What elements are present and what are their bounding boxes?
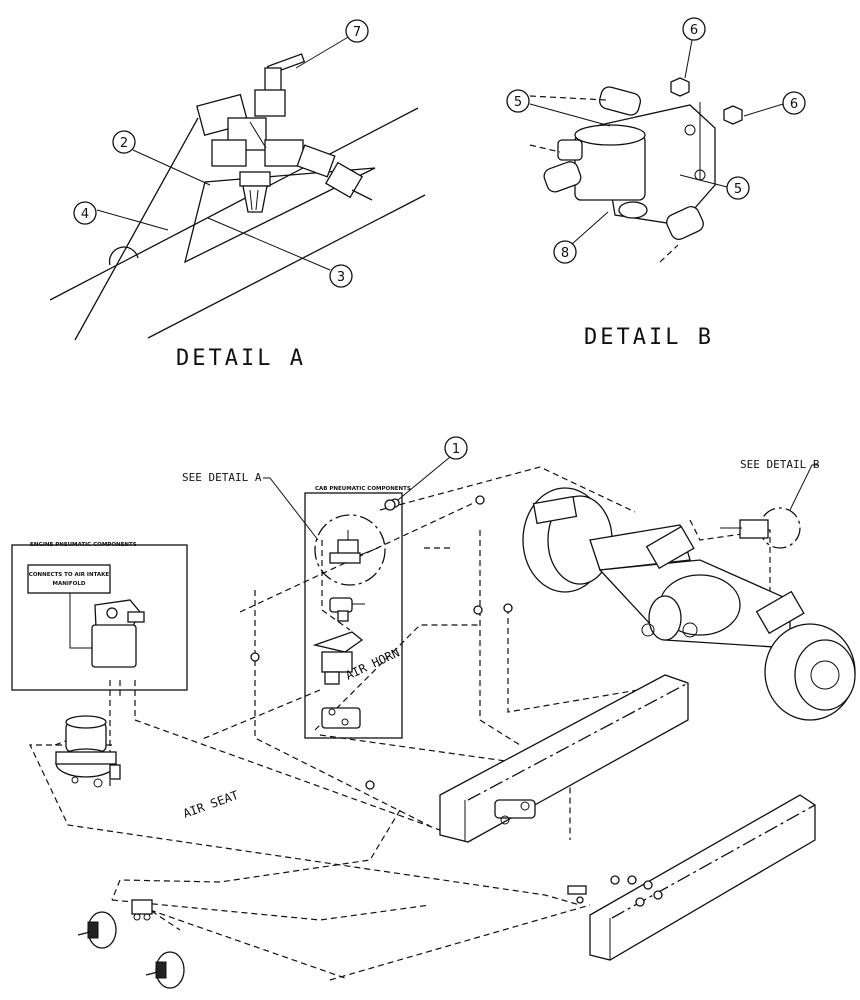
- pressure-switches: [77, 899, 185, 989]
- svg-text:5: 5: [734, 182, 742, 197]
- svg-text:3: 3: [337, 270, 345, 285]
- balloon-2: 2: [112, 130, 136, 154]
- svg-text:4: 4: [81, 207, 89, 222]
- cab-box-title: CAB PNEUMATIC COMPONENTS: [315, 486, 411, 492]
- balloon-5-left: 5: [506, 89, 530, 113]
- see-detail-a-callout: SEE DETAIL A: [182, 471, 319, 541]
- svg-text:2: 2: [120, 136, 128, 151]
- intake-note-line2: MANIFOLD: [53, 581, 86, 587]
- rear-axle-assembly: [522, 487, 856, 721]
- svg-text:7: 7: [353, 25, 361, 40]
- fitting-circle: [503, 603, 513, 613]
- svg-text:1: 1: [452, 442, 460, 457]
- balloon-7: 7: [345, 19, 369, 43]
- balloon-6-top: 6: [682, 17, 706, 41]
- svg-text:6: 6: [690, 23, 698, 38]
- svg-text:5: 5: [514, 95, 522, 110]
- fitting-circle: [365, 780, 375, 790]
- see-detail-a-label: SEE DETAIL A: [182, 471, 262, 484]
- detail-a-callout-circle: [314, 514, 386, 586]
- engine-box-title: ENGINE PNEUMATIC COMPONENTS: [30, 542, 137, 548]
- frame-rails: [439, 674, 816, 961]
- balloon-4: 4: [73, 201, 97, 225]
- main-assembly-view: ENGINE PNEUMATIC COMPONENTS CONNECTS TO …: [11, 436, 856, 989]
- fitting-circle: [250, 652, 260, 662]
- svg-text:6: 6: [790, 97, 798, 112]
- detail-a-title: DETAIL A: [176, 346, 306, 371]
- balloon-5-right: 5: [726, 176, 750, 200]
- air-seat-label: AIR SEAT: [181, 788, 240, 821]
- detail-a-view: 7 2 4 3 DETAIL A: [49, 19, 426, 371]
- balloon-3: 3: [329, 264, 353, 288]
- balloon-1: 1: [397, 436, 468, 501]
- fitting-circle: [473, 605, 483, 615]
- fitting-circle: [475, 495, 485, 505]
- engine-pneumatic-components-box: ENGINE PNEUMATIC COMPONENTS CONNECTS TO …: [11, 542, 188, 691]
- detail-b-view: 6 6 5 5 8 DETAIL B: [506, 17, 806, 350]
- detail-b-title: DETAIL B: [584, 325, 714, 350]
- see-detail-b-label: SEE DETAIL B: [740, 458, 820, 471]
- balloon-6-right: 6: [782, 91, 806, 115]
- svg-text:8: 8: [561, 246, 569, 261]
- cab-pneumatic-components-box: CAB PNEUMATIC COMPONENTS AIR HORN: [304, 486, 411, 739]
- see-detail-b-callout: SEE DETAIL B: [740, 458, 820, 549]
- air-dryer: [55, 715, 121, 788]
- intake-note-line1: CONNECTS TO AIR INTAKE: [29, 572, 110, 578]
- balloon-8: 8: [553, 240, 577, 264]
